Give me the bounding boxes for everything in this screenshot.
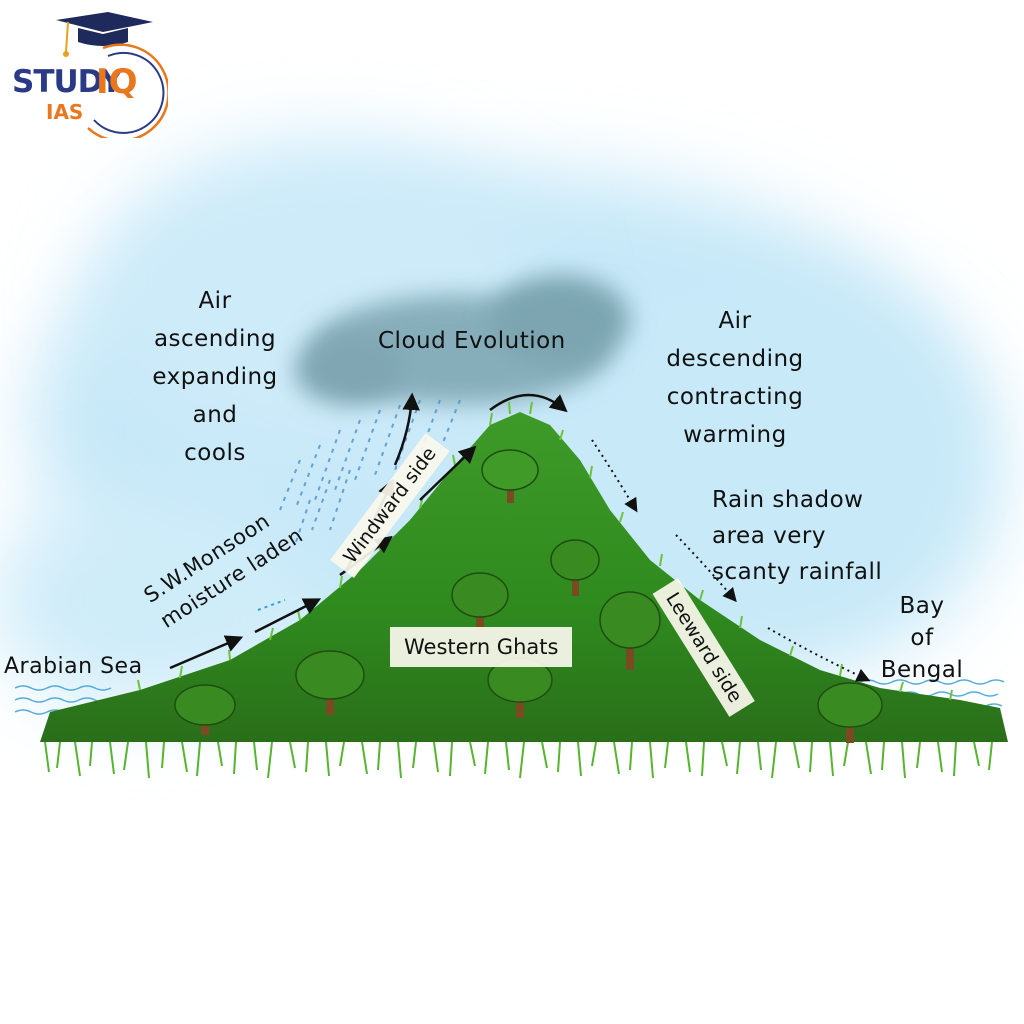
brand-logo: STUDY IQ IAS <box>8 8 168 138</box>
logo-word-ias: IAS <box>46 100 84 124</box>
graduation-cap-icon <box>56 12 168 138</box>
western-ghats-mountain <box>40 401 1008 779</box>
tree <box>451 572 509 633</box>
arrow-sea-to-slope <box>169 635 244 670</box>
tree <box>817 682 883 743</box>
arrow-over-peak <box>489 393 568 413</box>
tree <box>481 449 539 503</box>
tree <box>599 591 661 670</box>
label-bay-of-bengal: Bay of Bengal <box>880 593 964 683</box>
tree <box>174 684 236 735</box>
tree <box>295 650 365 715</box>
label-cloud-evolution: Cloud Evolution <box>378 328 566 354</box>
tree <box>550 539 600 596</box>
label-air-ascending: Air ascending expanding and cools <box>152 288 278 466</box>
cloud-shape <box>295 275 630 405</box>
arrow-slope-5 <box>419 445 477 501</box>
arrow-slope-4 <box>393 392 420 466</box>
logo-word-study: STUDY <box>12 64 123 100</box>
rain-streaks <box>279 399 461 546</box>
label-western-ghats: Western Ghats <box>390 627 573 667</box>
small-blue-dashes <box>257 599 286 611</box>
trees <box>174 449 883 743</box>
label-air-descending: Air descending contracting warming <box>666 308 804 448</box>
logo-word-iq: IQ <box>96 62 138 102</box>
label-rain-shadow: Rain shadow area very scanty rainfall <box>712 487 883 585</box>
arrow-slope-1 <box>254 598 322 634</box>
label-arabian-sea: Arabian Sea <box>4 654 143 679</box>
descending-dotted-arrows <box>591 439 871 682</box>
